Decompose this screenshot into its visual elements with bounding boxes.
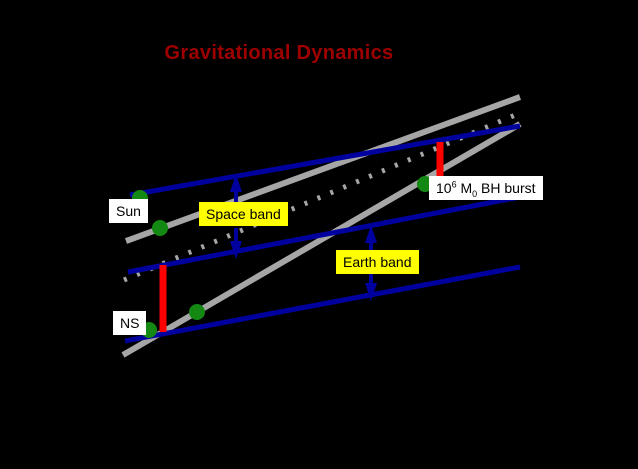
earth-band-arrow-up	[365, 225, 377, 251]
bh-burst-mass-subscript: 0	[472, 188, 478, 199]
space-band-upper-edge	[129, 123, 521, 198]
source-track-ns	[121, 121, 522, 358]
earth-band-label: Earth band	[336, 250, 419, 274]
dotted-track	[123, 110, 521, 283]
sun-label: Sun	[109, 199, 148, 223]
bh-burst-suffix: BH burst	[477, 180, 536, 196]
sun-marker-2	[152, 220, 168, 236]
ns-marker-2	[189, 304, 205, 320]
space-band-lower-edge	[127, 194, 521, 275]
bh-burst-label: 106 M0 BH burst	[429, 176, 543, 200]
earth-band-lower-edge	[124, 264, 521, 344]
space-band-arrow-down	[230, 228, 242, 259]
bh-burst-base: 10	[436, 180, 452, 196]
ns-label: NS	[113, 311, 147, 335]
bh-burst-exponent: 6	[451, 179, 457, 190]
page-title: Gravitational Dynamics	[164, 42, 394, 64]
earth-band-arrow-down	[365, 274, 377, 301]
source-track-sun	[124, 94, 522, 244]
bh-burst-mass-symbol: M	[460, 180, 473, 196]
space-band-arrow-up	[230, 174, 242, 203]
space-band-label: Space band	[199, 202, 288, 226]
